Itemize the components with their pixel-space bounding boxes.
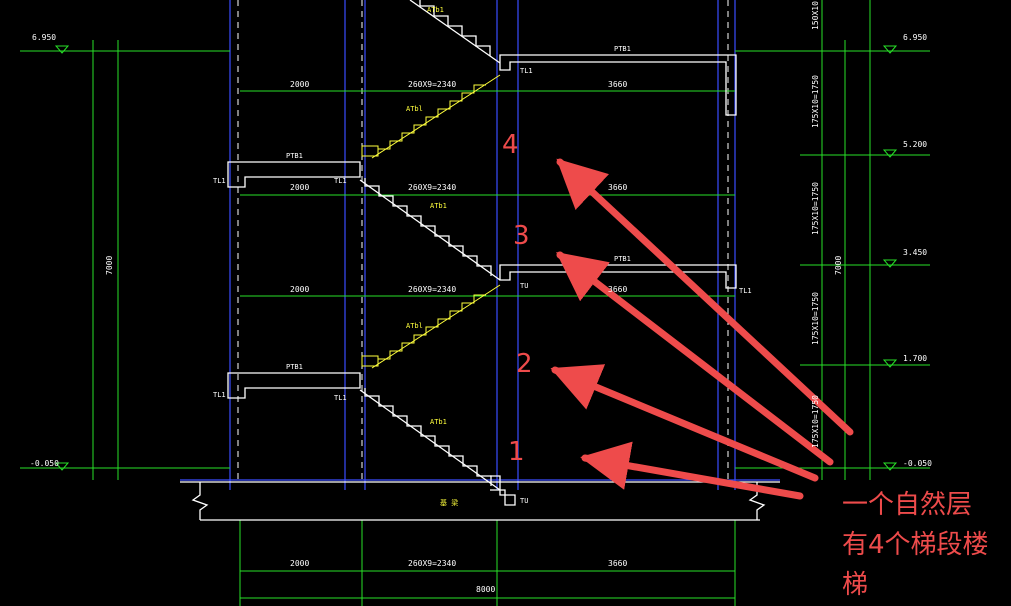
dim-middle-1: 260X9=2340	[408, 80, 456, 89]
flight-dim-top: 150X10	[811, 1, 820, 30]
up-flights	[361, 74, 501, 369]
horizontal-dimension-labels: 2000 260X9=2340 3660 2000 260X9=2340 366…	[290, 80, 627, 594]
elevation-left-bottom: -0.050	[30, 459, 59, 468]
flight-dim-1: 175X10=1750	[811, 395, 820, 448]
dim-middle-2: 260X9=2340	[408, 183, 456, 192]
ptb-label-top-right: PTB1	[614, 45, 631, 53]
dimension-lines	[20, 0, 930, 606]
flight-number-1: 1	[508, 437, 525, 467]
ground-beam-label: 基 梁	[440, 498, 458, 507]
dim-left-2: 2000	[290, 183, 309, 192]
dim-total: 8000	[476, 585, 495, 594]
flight-dim-4: 175X10=1750	[811, 75, 820, 128]
dim-middle-bottom: 260X9=2340	[408, 559, 456, 568]
flight-label-top: ATb1	[427, 6, 444, 14]
flight-number-3: 3	[513, 221, 530, 251]
stair-structure	[180, 0, 780, 521]
elevation-right-1: 6.950	[903, 33, 927, 42]
dim-left-1: 2000	[290, 80, 309, 89]
tl-label-3: TL1	[213, 391, 226, 399]
tl-label-6: TL1	[739, 287, 752, 295]
tl-label-2: TL1	[334, 177, 347, 185]
note-line-3: 梯	[842, 570, 868, 600]
elevation-left-top: 6.950	[32, 33, 56, 42]
flight-label-4: ATbl	[406, 105, 423, 113]
dim-right-3: 3660	[608, 285, 627, 294]
note-line-1: 一个自然层	[842, 490, 972, 520]
flight-label-1: ATb1	[430, 418, 447, 426]
total-height-right: 7000	[834, 256, 843, 275]
flight-label-2: ATbl	[406, 322, 423, 330]
callout-arrows	[550, 158, 854, 500]
elevation-right-5: -0.050	[903, 459, 932, 468]
total-height-left: 7000	[105, 256, 114, 275]
ptb-label-lower-left: PTB1	[286, 363, 303, 371]
dim-right-2: 3660	[608, 183, 627, 192]
dim-left-bottom: 2000	[290, 559, 309, 568]
dim-left-3: 2000	[290, 285, 309, 294]
elevation-right-4: 1.700	[903, 354, 927, 363]
tl-label-5: TL1	[520, 67, 533, 75]
member-labels: PTB1 PTB1 PTB1 PTB1 TL1 TL1 TL1 TL1 TL1 …	[213, 6, 752, 507]
elevation-right-3: 3.450	[903, 248, 927, 257]
ptb-label-mid-right: PTB1	[614, 255, 631, 263]
tl-label-4: TL1	[334, 394, 347, 402]
elevation-right-2: 5.200	[903, 140, 927, 149]
annotation-note: 一个自然层 有4个梯段楼 梯	[842, 490, 989, 600]
flight-number-4: 4	[502, 130, 519, 160]
tl-label-1: TL1	[213, 177, 226, 185]
dim-middle-3: 260X9=2340	[408, 285, 456, 294]
flight-label-3: ATb1	[430, 202, 447, 210]
vertical-dimension-labels: 7000 7000 150X10 175X10=1750 175X10=1750…	[105, 1, 843, 448]
tu-label-2: TU	[520, 497, 528, 505]
dim-right-bottom: 3660	[608, 559, 627, 568]
flight-number-2: 2	[516, 349, 533, 379]
flight-dim-3: 175X10=1750	[811, 182, 820, 235]
flight-numbers: 1 2 3 4	[502, 130, 533, 467]
tu-label-1: TU	[520, 282, 528, 290]
dim-right-1: 3660	[608, 80, 627, 89]
wall-hidden-lines	[237, 0, 729, 480]
note-line-2: 有4个梯段楼	[842, 530, 989, 560]
axis-lines	[180, 0, 780, 490]
elevation-labels: 6.950 -0.050 6.950 5.200 3.450 1.700 -0.…	[30, 33, 932, 468]
flight-dim-2: 175X10=1750	[811, 292, 820, 345]
ptb-label-upper-left: PTB1	[286, 152, 303, 160]
